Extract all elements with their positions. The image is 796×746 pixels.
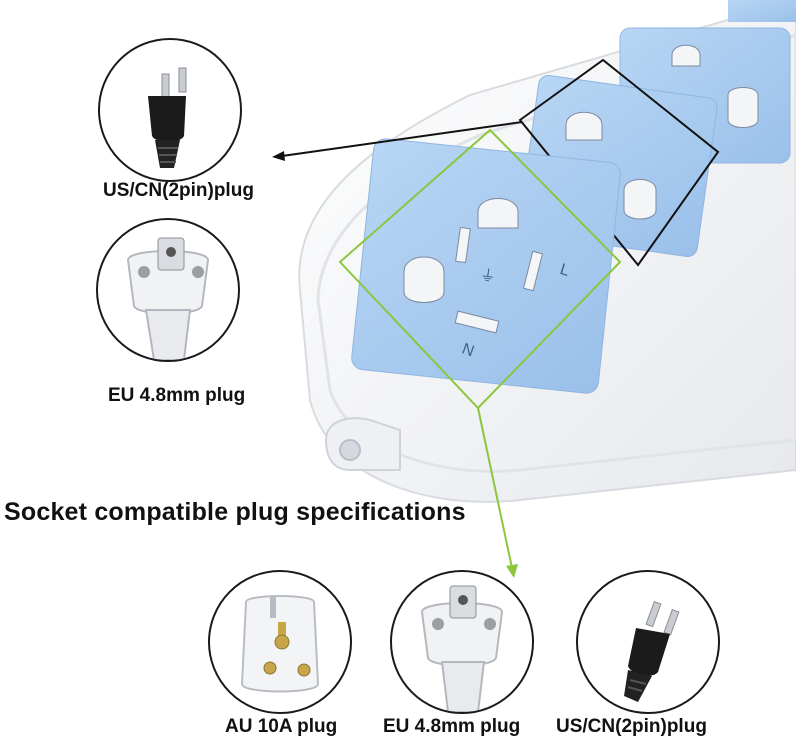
- plug-circle-au: [208, 570, 352, 714]
- label-us-bottom: US/CN(2pin)plug: [556, 716, 707, 737]
- socket-3pin-highlight: [338, 128, 622, 410]
- us-plug-icon: [624, 601, 680, 702]
- us-plug-icon: [148, 67, 187, 168]
- label-au-bottom: AU 10A plug: [225, 716, 338, 737]
- plug-circle-eu-left: [96, 218, 240, 362]
- connector-us: [272, 121, 523, 161]
- au-plug-icon: [240, 595, 320, 693]
- headline: Socket compatible plug specifications: [4, 498, 466, 526]
- label-eu-bottom: EU 4.8mm plug: [383, 716, 521, 737]
- label-us-top: US/CN(2pin)plug: [103, 180, 254, 201]
- plug-circle-eu-bottom: [390, 570, 534, 714]
- plug-circle-us-top: [98, 38, 242, 182]
- connector-eu: [477, 407, 518, 578]
- eu-plug-icon: [420, 585, 504, 712]
- socket-mark-earth: ⏚: [478, 266, 497, 287]
- plug-circle-us-bottom: [576, 570, 720, 714]
- eu-plug-icon: [126, 237, 210, 360]
- label-eu-left: EU 4.8mm plug: [108, 385, 246, 406]
